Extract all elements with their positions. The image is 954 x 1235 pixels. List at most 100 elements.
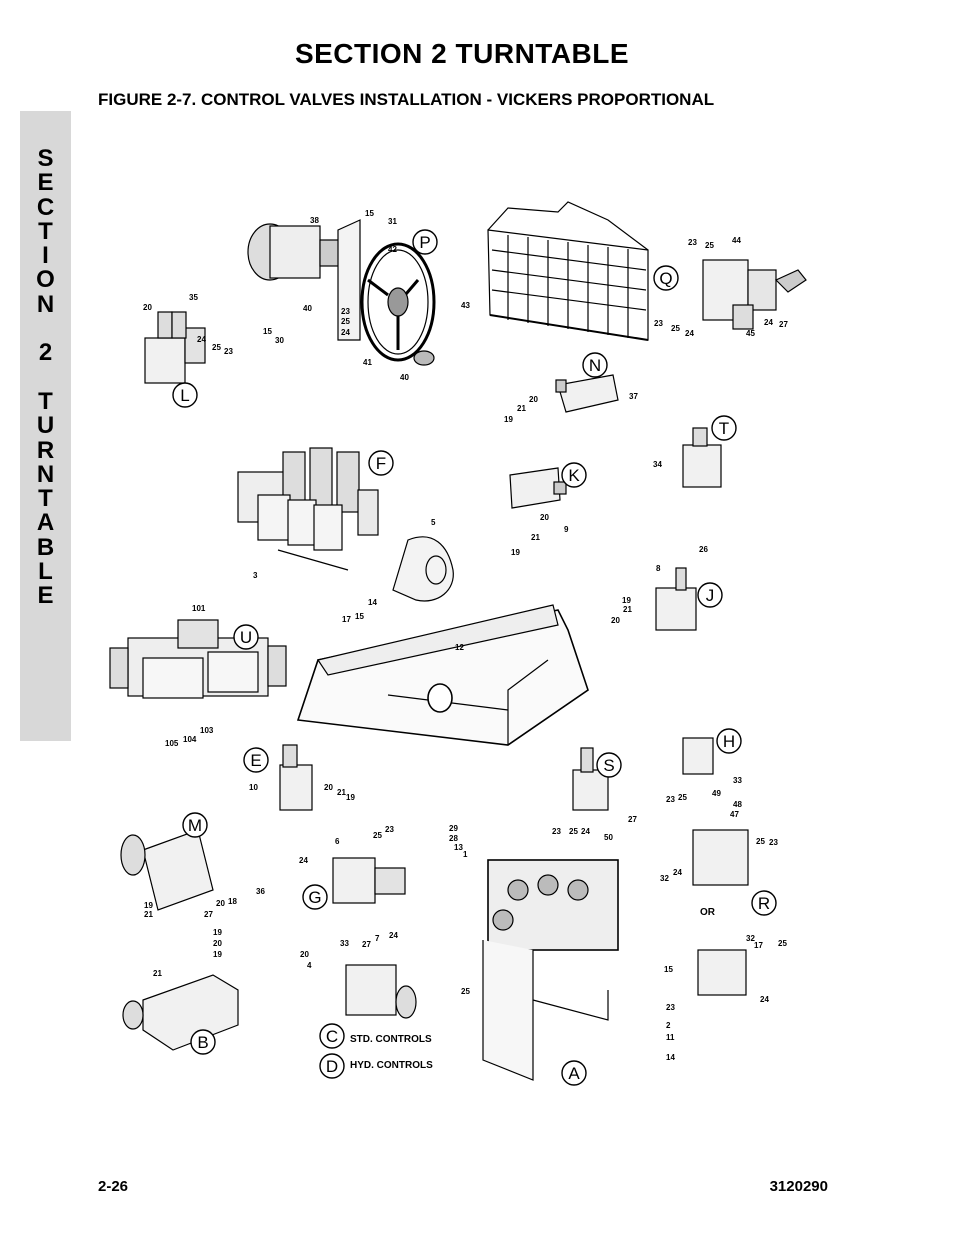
- part-number-label: 20: [611, 616, 620, 625]
- assembly-s-valve: [572, 747, 609, 811]
- part-number-label: 21: [623, 605, 632, 614]
- side-tab-letter: S: [37, 145, 54, 172]
- part-number-label: 24: [685, 329, 694, 338]
- turntable-frame: [296, 604, 589, 746]
- part-number-label: 21: [517, 404, 526, 413]
- part-number-label: 21: [531, 533, 540, 542]
- side-tab-letter: L: [38, 558, 53, 586]
- part-number-label: 20: [529, 395, 538, 404]
- side-tab-letter: E: [37, 169, 54, 197]
- figure-title: FIGURE 2-7. CONTROL VALVES INSTALLATION …: [98, 90, 715, 109]
- part-number-label: 25: [778, 939, 787, 948]
- assembly-p-controller: [247, 219, 436, 366]
- part-number-label: 17: [754, 941, 763, 950]
- callout-circle: [596, 752, 622, 778]
- assembly-k-valve: [509, 467, 567, 509]
- part-number-label: 28: [449, 834, 458, 843]
- callout-letter: J: [706, 586, 715, 605]
- part-number-label: 49: [712, 789, 721, 798]
- side-tab-letter: B: [36, 533, 55, 561]
- part-number-label: 50: [604, 833, 613, 842]
- part-number-label: 23: [654, 319, 663, 328]
- part-number-label: 20: [213, 939, 222, 948]
- part-number-label: 11: [666, 1033, 675, 1042]
- part-number-label: 19: [511, 548, 520, 557]
- platform-basket: [487, 201, 649, 341]
- part-number-label: 41: [363, 358, 372, 367]
- side-tab-letter: O: [36, 266, 55, 294]
- page-number: 2-26: [98, 1178, 129, 1195]
- part-number-label: 15: [355, 612, 364, 621]
- assembly-g-valve: [332, 857, 406, 904]
- assembly-h-valve: [682, 737, 714, 775]
- callout-letter: D: [326, 1057, 338, 1076]
- part-number-label: 45: [746, 329, 755, 338]
- part-number-label: 34: [653, 460, 662, 469]
- assembly-r-valve: [692, 829, 749, 996]
- side-tab-letter: R: [36, 436, 55, 464]
- callout-circle: [697, 582, 723, 608]
- legend-std-controls: STD. CONTROLS: [350, 1034, 432, 1045]
- part-number-label: 24: [389, 931, 398, 940]
- part-number-label: 21: [153, 969, 162, 978]
- part-number-label: 48: [733, 800, 742, 809]
- callout-letter: A: [568, 1064, 580, 1083]
- part-number-label: 40: [303, 304, 312, 313]
- part-number-label: 27: [204, 910, 213, 919]
- callout-letter: Q: [659, 269, 672, 288]
- part-number-label: 24: [299, 856, 308, 865]
- callout-letter: U: [240, 628, 252, 647]
- document-number: 3120290: [769, 1178, 828, 1195]
- part-number-label: 20: [143, 303, 152, 312]
- part-number-label: 25: [461, 987, 470, 996]
- part-number-label: 24: [341, 328, 350, 337]
- part-number-label: 24: [760, 995, 769, 1004]
- part-number-label: 13: [454, 843, 463, 852]
- callout-circle: [182, 812, 208, 838]
- part-number-label: 47: [730, 810, 739, 819]
- side-tab-letter: C: [36, 193, 55, 221]
- side-tab-letter: [20, 366, 71, 390]
- part-number-label: 27: [628, 815, 637, 824]
- callout-circle: [561, 1060, 587, 1086]
- part-number-label: 42: [388, 245, 397, 254]
- part-number-label: 5: [431, 518, 436, 527]
- assembly-u-valve: [109, 619, 287, 699]
- part-number-label: 38: [310, 216, 319, 225]
- part-number-label: 24: [581, 827, 590, 836]
- part-number-label: 23: [385, 825, 394, 834]
- part-number-label: 20: [216, 899, 225, 908]
- callout-circle: [368, 450, 394, 476]
- side-tab-letter: A: [36, 509, 55, 537]
- part-number-label: 44: [732, 236, 741, 245]
- part-number-label: 25: [212, 343, 221, 352]
- part-number-label: 33: [340, 939, 349, 948]
- part-number-label: 23: [769, 838, 778, 847]
- callout-circle: [319, 1053, 345, 1079]
- part-number-label: 18: [228, 897, 237, 906]
- part-number-label: 101: [192, 604, 206, 613]
- part-number-label: 104: [183, 735, 197, 744]
- part-number-label: 19: [213, 928, 222, 937]
- callout-letter: G: [308, 888, 321, 907]
- callout-circle: [412, 229, 438, 255]
- callout-letter: S: [603, 756, 614, 775]
- part-number-label: 27: [362, 940, 371, 949]
- part-number-label: 31: [388, 217, 397, 226]
- part-number-label: 35: [189, 293, 198, 302]
- part-number-label: 25: [671, 324, 680, 333]
- part-number-label: 24: [764, 318, 773, 327]
- part-number-label: 9: [564, 525, 569, 534]
- part-number-label: 103: [200, 726, 214, 735]
- callout-letter: T: [719, 419, 729, 438]
- callout-circle: [302, 884, 328, 910]
- callout-circle: [172, 382, 198, 408]
- side-tab-letter: T: [38, 217, 53, 245]
- part-number-label: 4: [307, 961, 312, 970]
- part-number-label: 30: [275, 336, 284, 345]
- part-number-label: 33: [733, 776, 742, 785]
- part-number-label: 37: [629, 392, 638, 401]
